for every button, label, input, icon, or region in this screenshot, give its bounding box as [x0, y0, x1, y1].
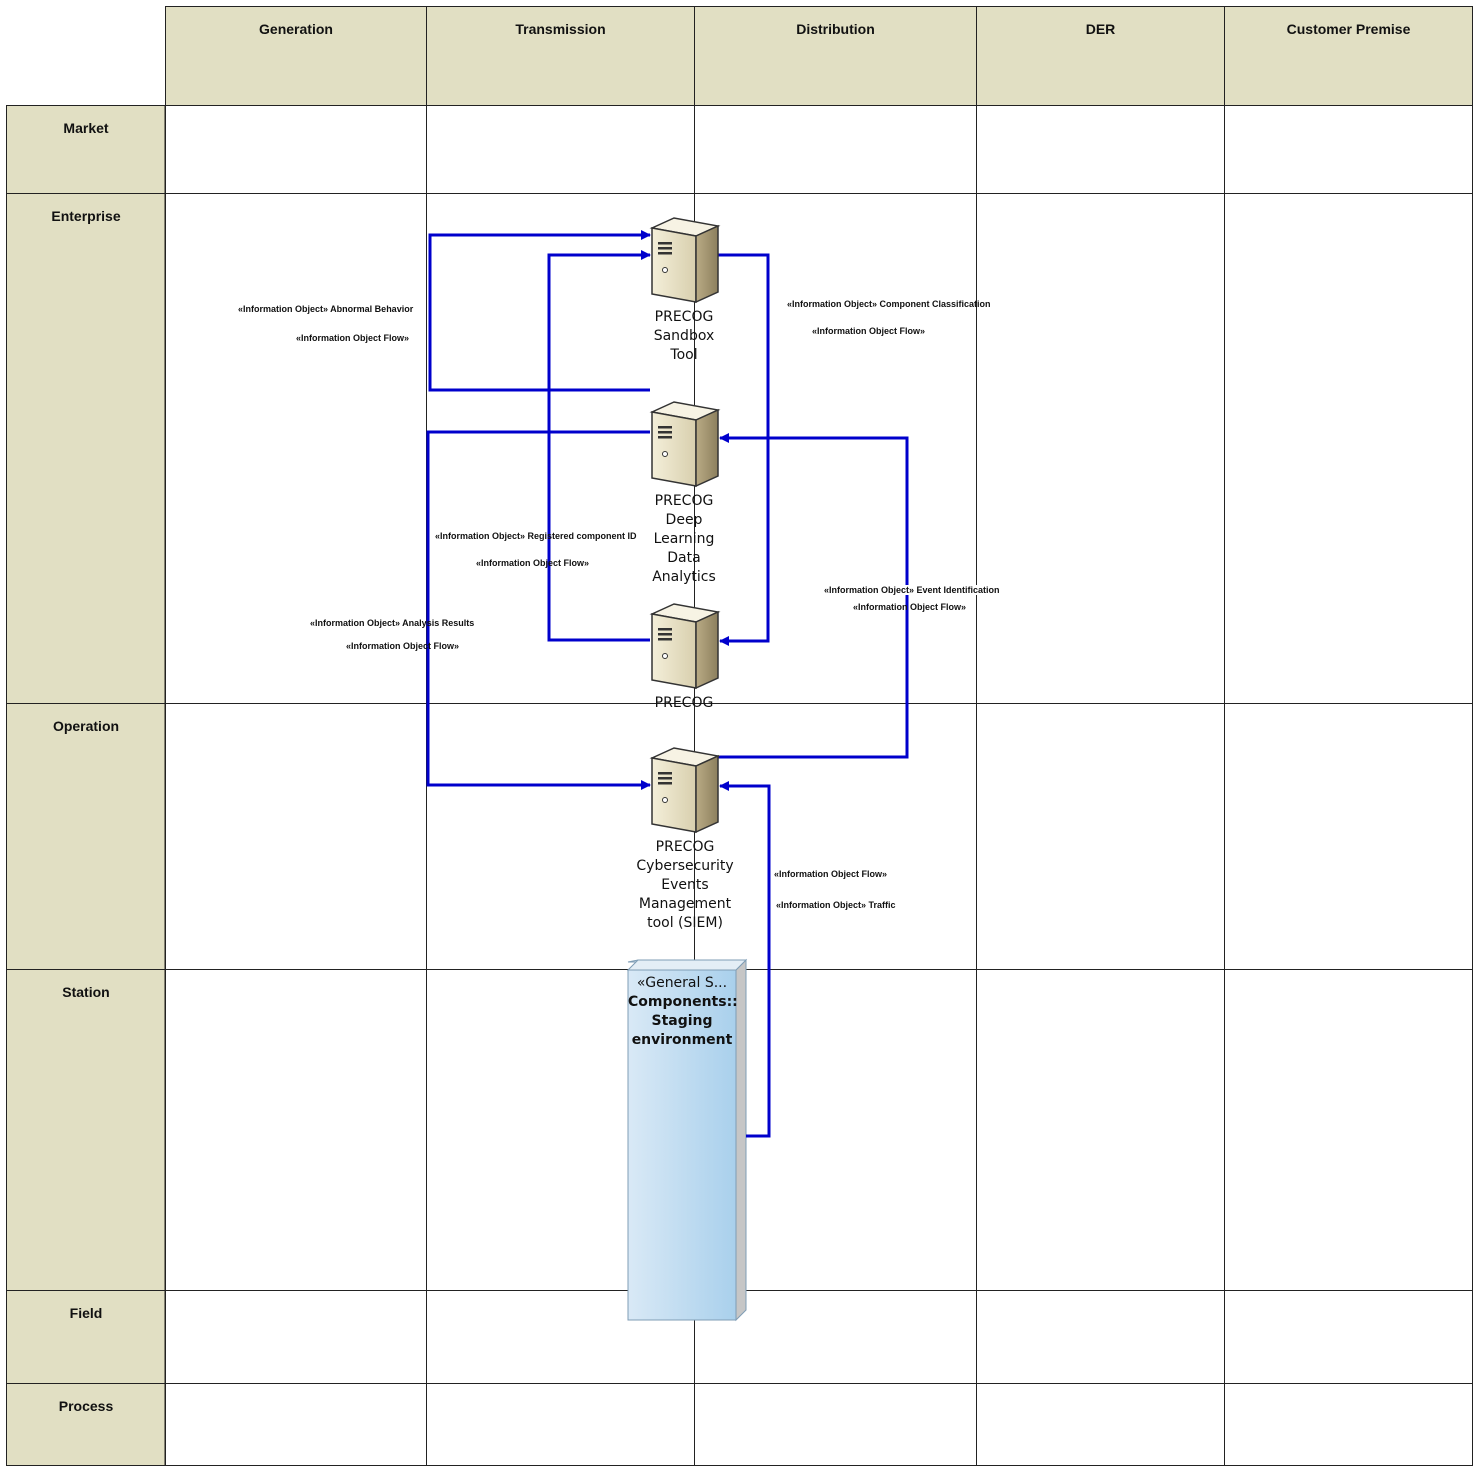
flow-label-event-object: «Information Object» Event Identificatio…	[824, 585, 1000, 595]
node-siem-label: PRECOG Cybersecurity Events Management t…	[636, 839, 734, 931]
node-precog-label: PRECOG	[654, 695, 714, 711]
flow-label-abnormal-object: «Information Object» Abnormal Behavior	[238, 304, 414, 314]
flow-label-traffic-object: «Information Object» Traffic	[776, 900, 896, 910]
flow-label-abnormal-flow: «Information Object Flow»	[296, 333, 410, 343]
row-label: Station	[62, 984, 110, 1000]
column-header-customer-premise: Customer Premise	[1224, 6, 1473, 106]
node-sandbox-label: PRECOG Sandbox Tool	[653, 309, 715, 363]
flow-label-component-object: «Information Object» Component Classific…	[787, 299, 991, 309]
row-label: Field	[69, 1305, 103, 1321]
column-label: DER	[1085, 21, 1116, 37]
flow-abnormal-behavior[interactable]	[428, 230, 651, 392]
flow-traffic[interactable]	[719, 781, 771, 1138]
row-label: Market	[63, 120, 109, 136]
server-icon[interactable]	[651, 603, 719, 689]
column-label: Customer Premise	[1286, 21, 1411, 37]
staging-name-line: Components::	[628, 994, 738, 1010]
column-header-transmission: Transmission	[426, 6, 695, 106]
flow-label-event-flow: «Information Object Flow»	[853, 602, 967, 612]
row-header-operation: Operation	[6, 703, 166, 970]
flow-label-traffic-flow: «Information Object Flow»	[774, 869, 888, 879]
flow-registered-component[interactable]	[547, 250, 651, 642]
flow-label-analysis-object: «Information Object» Analysis Results	[310, 618, 475, 628]
node-deep-learning-label: PRECOG Deep Learning Data Analytics	[652, 493, 716, 585]
flow-component-classification[interactable]	[718, 253, 770, 646]
row-header-station: Station	[6, 969, 166, 1291]
row-label: Operation	[52, 718, 120, 734]
flow-label-registered-object: «Information Object» Registered componen…	[435, 531, 637, 541]
flow-label-analysis-flow: «Information Object Flow»	[346, 641, 460, 651]
server-icon[interactable]	[651, 747, 719, 833]
staging-name-line: environment	[631, 1032, 733, 1048]
column-label: Distribution	[796, 21, 875, 37]
server-icon[interactable]	[651, 401, 719, 487]
flow-analysis-results[interactable]	[426, 430, 651, 790]
column-header-generation: Generation	[165, 6, 427, 106]
column-header-distribution: Distribution	[694, 6, 977, 106]
row-label: Enterprise	[51, 208, 121, 224]
flow-label-registered-flow: «Information Object Flow»	[476, 558, 590, 568]
staging-stereotype: «General S...	[636, 975, 728, 991]
staging-environment-label: «General S... Components:: Staging envir…	[628, 974, 738, 1050]
column-header-der: DER	[976, 6, 1225, 106]
staging-name-line: Staging	[651, 1013, 713, 1029]
row-header-enterprise: Enterprise	[6, 193, 166, 704]
row-header-process: Process	[6, 1383, 166, 1466]
flow-event-identification[interactable]	[718, 433, 909, 759]
row-header-field: Field	[6, 1290, 166, 1384]
server-icon[interactable]	[651, 217, 719, 303]
column-label: Transmission	[515, 21, 606, 37]
row-label: Process	[58, 1398, 114, 1414]
column-label: Generation	[259, 21, 333, 37]
flow-label-component-flow: «Information Object Flow»	[812, 326, 926, 336]
